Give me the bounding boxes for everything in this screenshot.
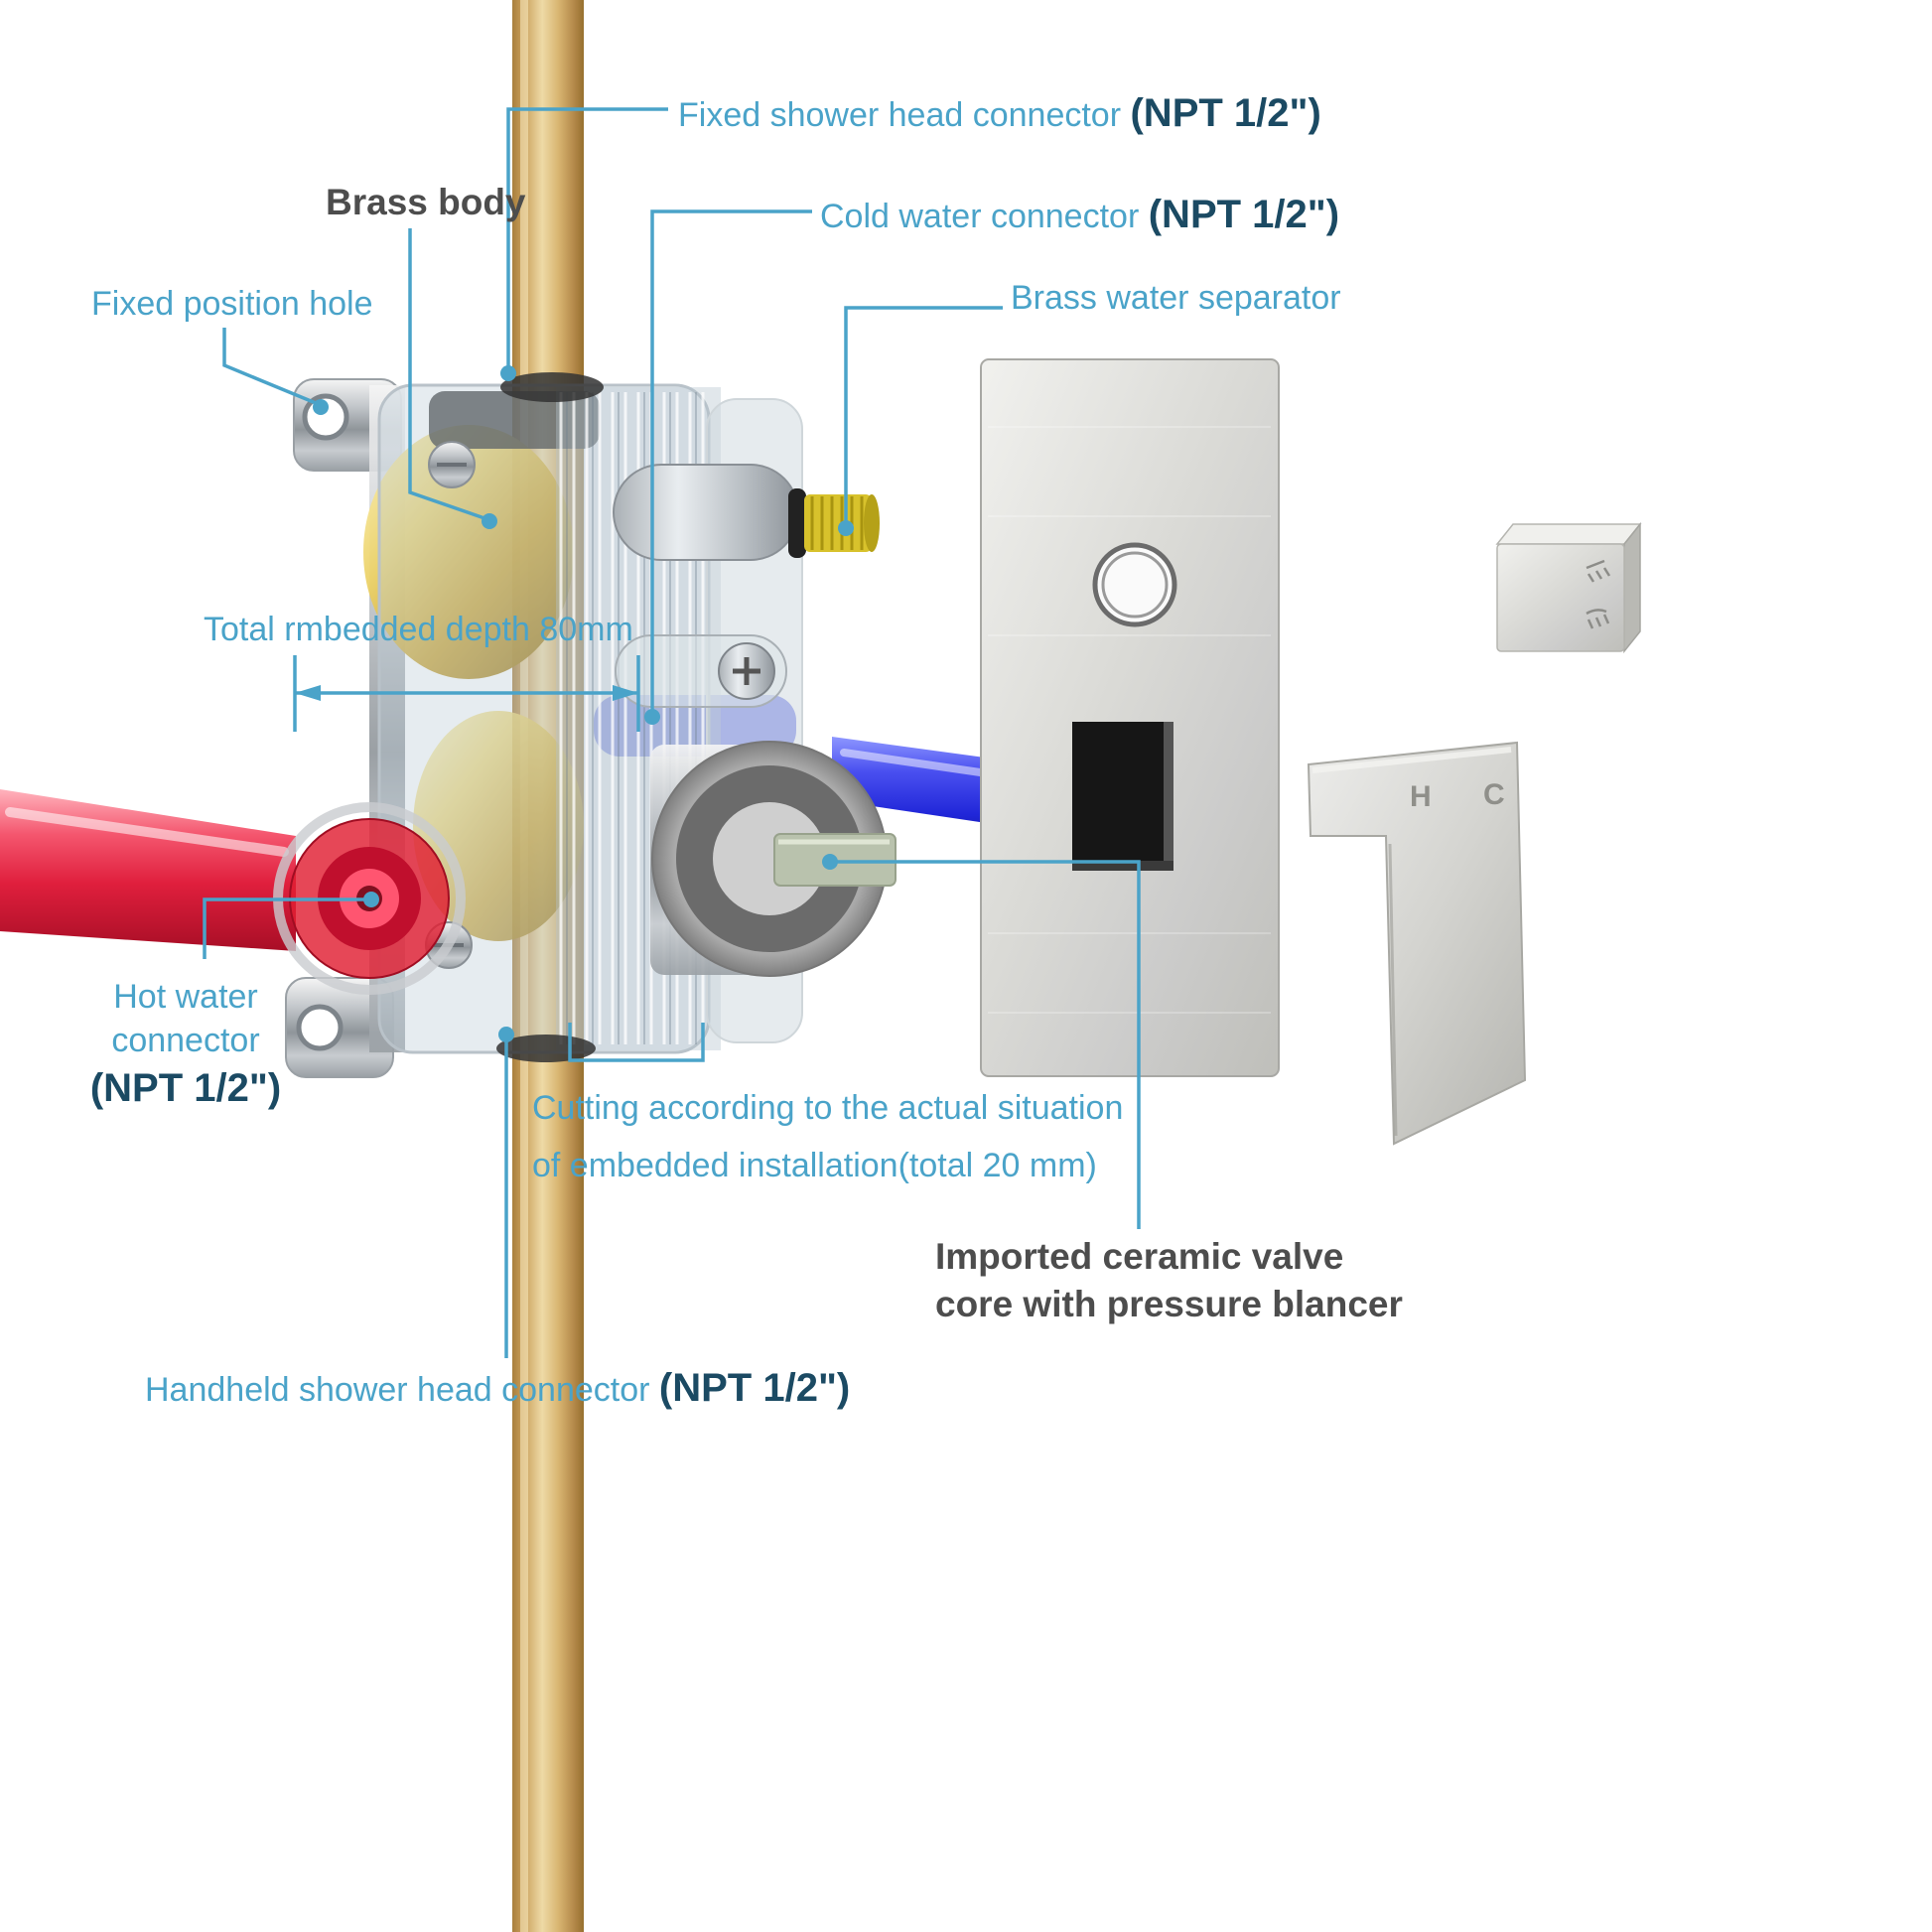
label-cold-water-connector: Cold water connector (NPT 1/2") bbox=[820, 189, 1339, 240]
mixer-handle: H C bbox=[1307, 741, 1527, 1146]
diverter-button bbox=[1495, 521, 1642, 654]
dot-cold-water bbox=[644, 709, 660, 725]
label-brass-water-separator: Brass water separator bbox=[1011, 276, 1341, 320]
leader-brass-body bbox=[408, 228, 485, 520]
dot-ceramic-core bbox=[822, 854, 838, 870]
dimension-embedded-depth bbox=[293, 655, 640, 732]
vertical-supply-pipe bbox=[512, 0, 584, 1932]
label-fixed-position-text: Fixed position hole bbox=[91, 285, 373, 323]
label-hot-water-npt: (NPT 1/2") bbox=[89, 1066, 282, 1111]
dot-fixed-shower bbox=[500, 365, 516, 381]
dot-brass-separator bbox=[838, 520, 854, 536]
label-ceramic-line2: core with pressure blancer bbox=[935, 1284, 1403, 1325]
leader-ceramic bbox=[834, 860, 1141, 1229]
label-brass-separator-text: Brass water separator bbox=[1011, 279, 1341, 317]
hand-shower-icon bbox=[1586, 609, 1610, 629]
label-cutting-line2: of embedded installation(total 20 mm) bbox=[532, 1146, 1097, 1184]
brass-water-separator bbox=[613, 464, 880, 561]
label-hot-water-line1: Hot water bbox=[113, 978, 258, 1016]
dot-brass-body bbox=[482, 513, 497, 529]
leader-cutting-bracket bbox=[568, 1023, 705, 1062]
leader-hot-water bbox=[203, 897, 371, 959]
ceramic-valve-core bbox=[650, 741, 897, 977]
rough-in-valve-assembly bbox=[0, 372, 1181, 1078]
leader-cold-water bbox=[650, 209, 812, 711]
brass-body-interior bbox=[363, 425, 574, 679]
label-cutting-line1: Cutting according to the actual situatio… bbox=[532, 1089, 1124, 1127]
label-cutting-note: Cutting according to the actual situatio… bbox=[532, 1080, 1123, 1195]
mounting-ear-bottom bbox=[285, 977, 394, 1078]
dot-hot-water bbox=[363, 892, 379, 907]
plate-round-hole bbox=[1092, 542, 1177, 627]
rain-shower-icon bbox=[1586, 559, 1611, 583]
wall-trim-plate bbox=[980, 358, 1280, 1077]
handle-hot-letter: H bbox=[1410, 780, 1432, 813]
label-fixed-shower-text: Fixed shower head connector bbox=[678, 96, 1131, 134]
label-handheld-npt: (NPT 1/2") bbox=[658, 1366, 851, 1410]
label-brass-body-text: Brass body bbox=[326, 182, 526, 222]
label-handheld-text: Handheld shower head connector bbox=[145, 1371, 659, 1409]
hot-water-pipe bbox=[0, 789, 296, 951]
label-handheld-connector: Handheld shower head connector (NPT 1/2"… bbox=[145, 1362, 850, 1414]
label-brass-body: Brass body bbox=[326, 179, 526, 226]
label-embedded-depth: Total rmbedded depth 80mm bbox=[204, 608, 633, 651]
mid-cartridge bbox=[615, 634, 787, 708]
label-fixed-shower-connector: Fixed shower head connector (NPT 1/2") bbox=[678, 87, 1321, 139]
dot-fixed-position bbox=[313, 399, 329, 415]
plate-square-hole bbox=[1072, 722, 1173, 871]
label-embedded-depth-text: Total rmbedded depth 80mm bbox=[204, 611, 633, 648]
label-fixed-shower-npt: (NPT 1/2") bbox=[1130, 91, 1321, 135]
leader-lines bbox=[203, 107, 1141, 1358]
leader-brass-separator bbox=[844, 306, 1003, 522]
label-cold-water-npt: (NPT 1/2") bbox=[1148, 193, 1340, 236]
fixed-shower-connector-port bbox=[500, 372, 604, 402]
dot-handheld bbox=[498, 1027, 514, 1042]
label-ceramic-line1: Imported ceramic valve bbox=[935, 1236, 1344, 1277]
label-cold-water-text: Cold water connector bbox=[820, 198, 1149, 235]
handle-cold-letter: C bbox=[1483, 778, 1505, 811]
label-hot-water-connector: Hot water connector (NPT 1/2") bbox=[62, 975, 310, 1114]
label-hot-water-line2: connector bbox=[111, 1022, 260, 1060]
leader-fixed-position bbox=[222, 328, 317, 405]
leader-fixed-shower bbox=[506, 107, 668, 367]
callout-dots bbox=[313, 365, 854, 1042]
label-fixed-position-hole: Fixed position hole bbox=[91, 282, 373, 326]
label-ceramic-valve-core: Imported ceramic valve core with pressur… bbox=[935, 1233, 1403, 1328]
